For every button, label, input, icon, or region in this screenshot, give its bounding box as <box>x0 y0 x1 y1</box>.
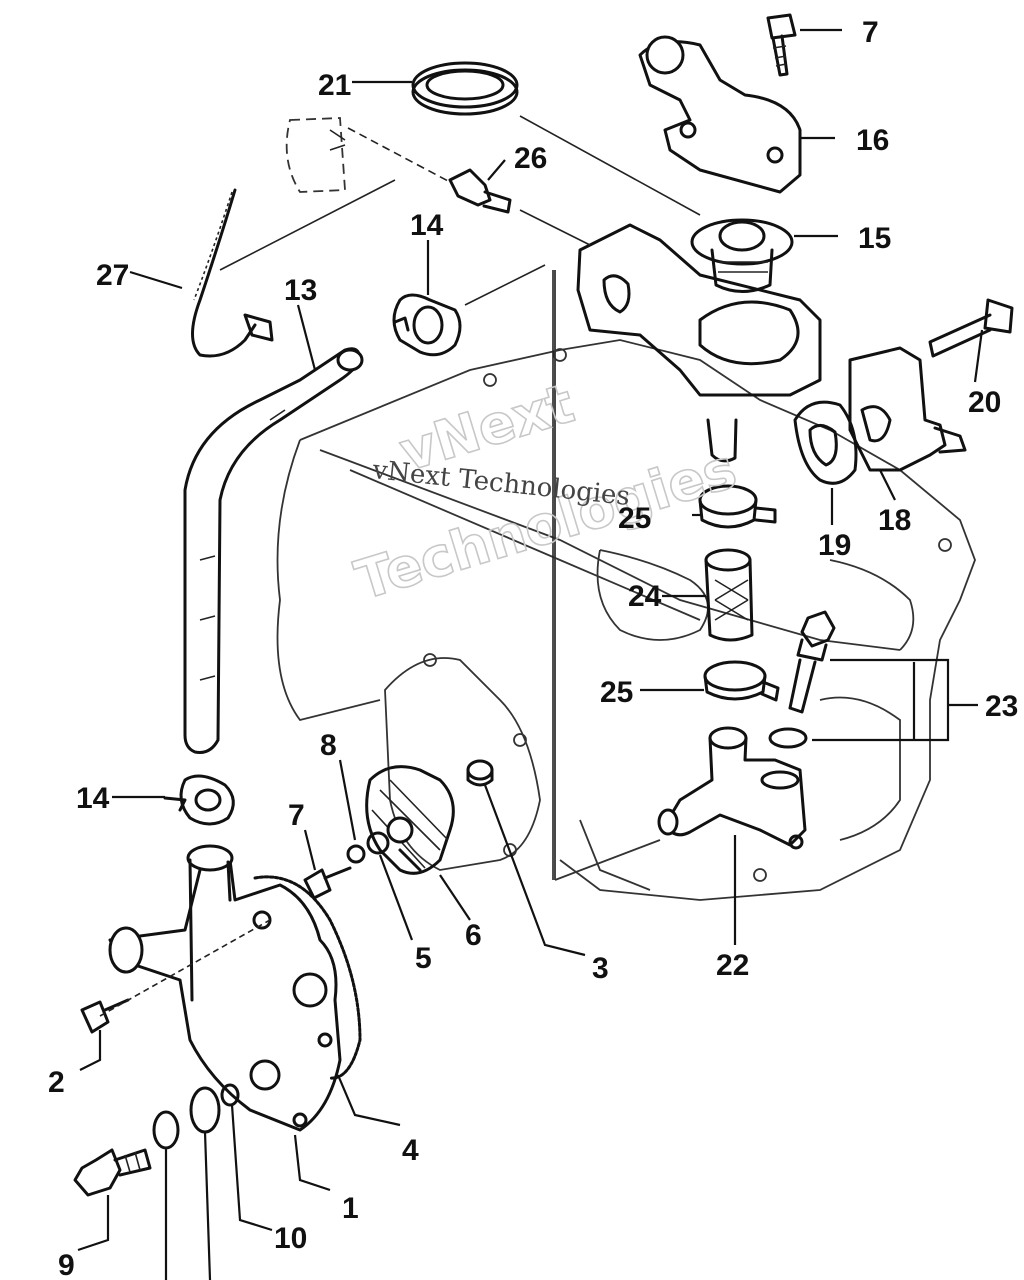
hose-clamp-25-lower <box>703 660 780 702</box>
callout-3: 3 <box>592 952 609 985</box>
temp-switch-9 <box>73 1148 152 1197</box>
gasket-19 <box>793 400 858 485</box>
callout-2: 2 <box>48 1066 65 1099</box>
bolt-7-upper <box>766 13 797 77</box>
sensor-23 <box>768 610 836 749</box>
callout-22: 22 <box>716 949 749 982</box>
callout-5: 5 <box>415 942 432 975</box>
thermostat-15 <box>690 218 794 293</box>
hose-clamp-14-upper <box>392 293 462 357</box>
callout-18: 18 <box>878 504 911 537</box>
washer-8 <box>346 844 366 864</box>
callout-23: 23 <box>985 690 1018 723</box>
assembly-lines <box>219 115 701 880</box>
callout-25-upper: 25 <box>618 502 651 535</box>
water-housing-main <box>576 223 822 463</box>
callout-24: 24 <box>628 580 662 613</box>
pump-mounting-plate <box>384 653 541 871</box>
water-joint-22 <box>657 726 807 850</box>
callout-13: 13 <box>284 274 317 307</box>
hose-clamp-14-lower <box>163 774 235 826</box>
callout-26: 26 <box>514 142 547 175</box>
callout-19: 19 <box>818 529 851 562</box>
washers <box>152 1083 240 1150</box>
watermark-small: vNext Technologies <box>370 455 631 512</box>
callout-10: 10 <box>274 1222 307 1255</box>
callout-21: 21 <box>318 69 351 102</box>
hose-24 <box>704 548 754 642</box>
callout-labels: 7 21 16 26 14 15 27 13 20 18 19 25 24 25… <box>48 16 1018 1280</box>
callout-6: 6 <box>465 919 482 952</box>
callout-16: 16 <box>856 124 889 157</box>
seal-ring-21 <box>411 61 519 116</box>
callout-7-lower: 7 <box>288 799 305 832</box>
callout-14-lower: 14 <box>76 782 110 815</box>
wire-harness-27 <box>191 188 274 358</box>
impeller-6 <box>365 765 455 875</box>
hose-13 <box>183 347 364 754</box>
callout-15: 15 <box>858 222 891 255</box>
callout-7-upper: 7 <box>862 16 879 49</box>
water-pump-body <box>108 844 342 1132</box>
callout-27: 27 <box>96 259 129 292</box>
callout-20: 20 <box>968 386 1001 419</box>
hose-clamp-25-upper <box>698 484 777 529</box>
water-housing-18 <box>848 346 967 472</box>
pump-gasket <box>253 875 362 1080</box>
callout-1: 1 <box>342 1192 359 1225</box>
callout-leaders <box>77 28 984 1280</box>
bolt-7-lower <box>303 866 352 900</box>
engine-block-outline <box>276 270 976 901</box>
bushing-3 <box>466 759 494 787</box>
washer-5 <box>366 831 390 855</box>
bolt-2 <box>80 919 271 1034</box>
callout-4: 4 <box>402 1134 419 1167</box>
callout-9: 9 <box>58 1249 75 1280</box>
sensor-26 <box>285 117 512 214</box>
thermostat-cover-16 <box>638 35 802 194</box>
callout-14-upper: 14 <box>410 209 444 242</box>
callout-8: 8 <box>320 729 337 762</box>
callout-25-lower: 25 <box>600 676 633 709</box>
bolt-20 <box>928 298 1014 358</box>
